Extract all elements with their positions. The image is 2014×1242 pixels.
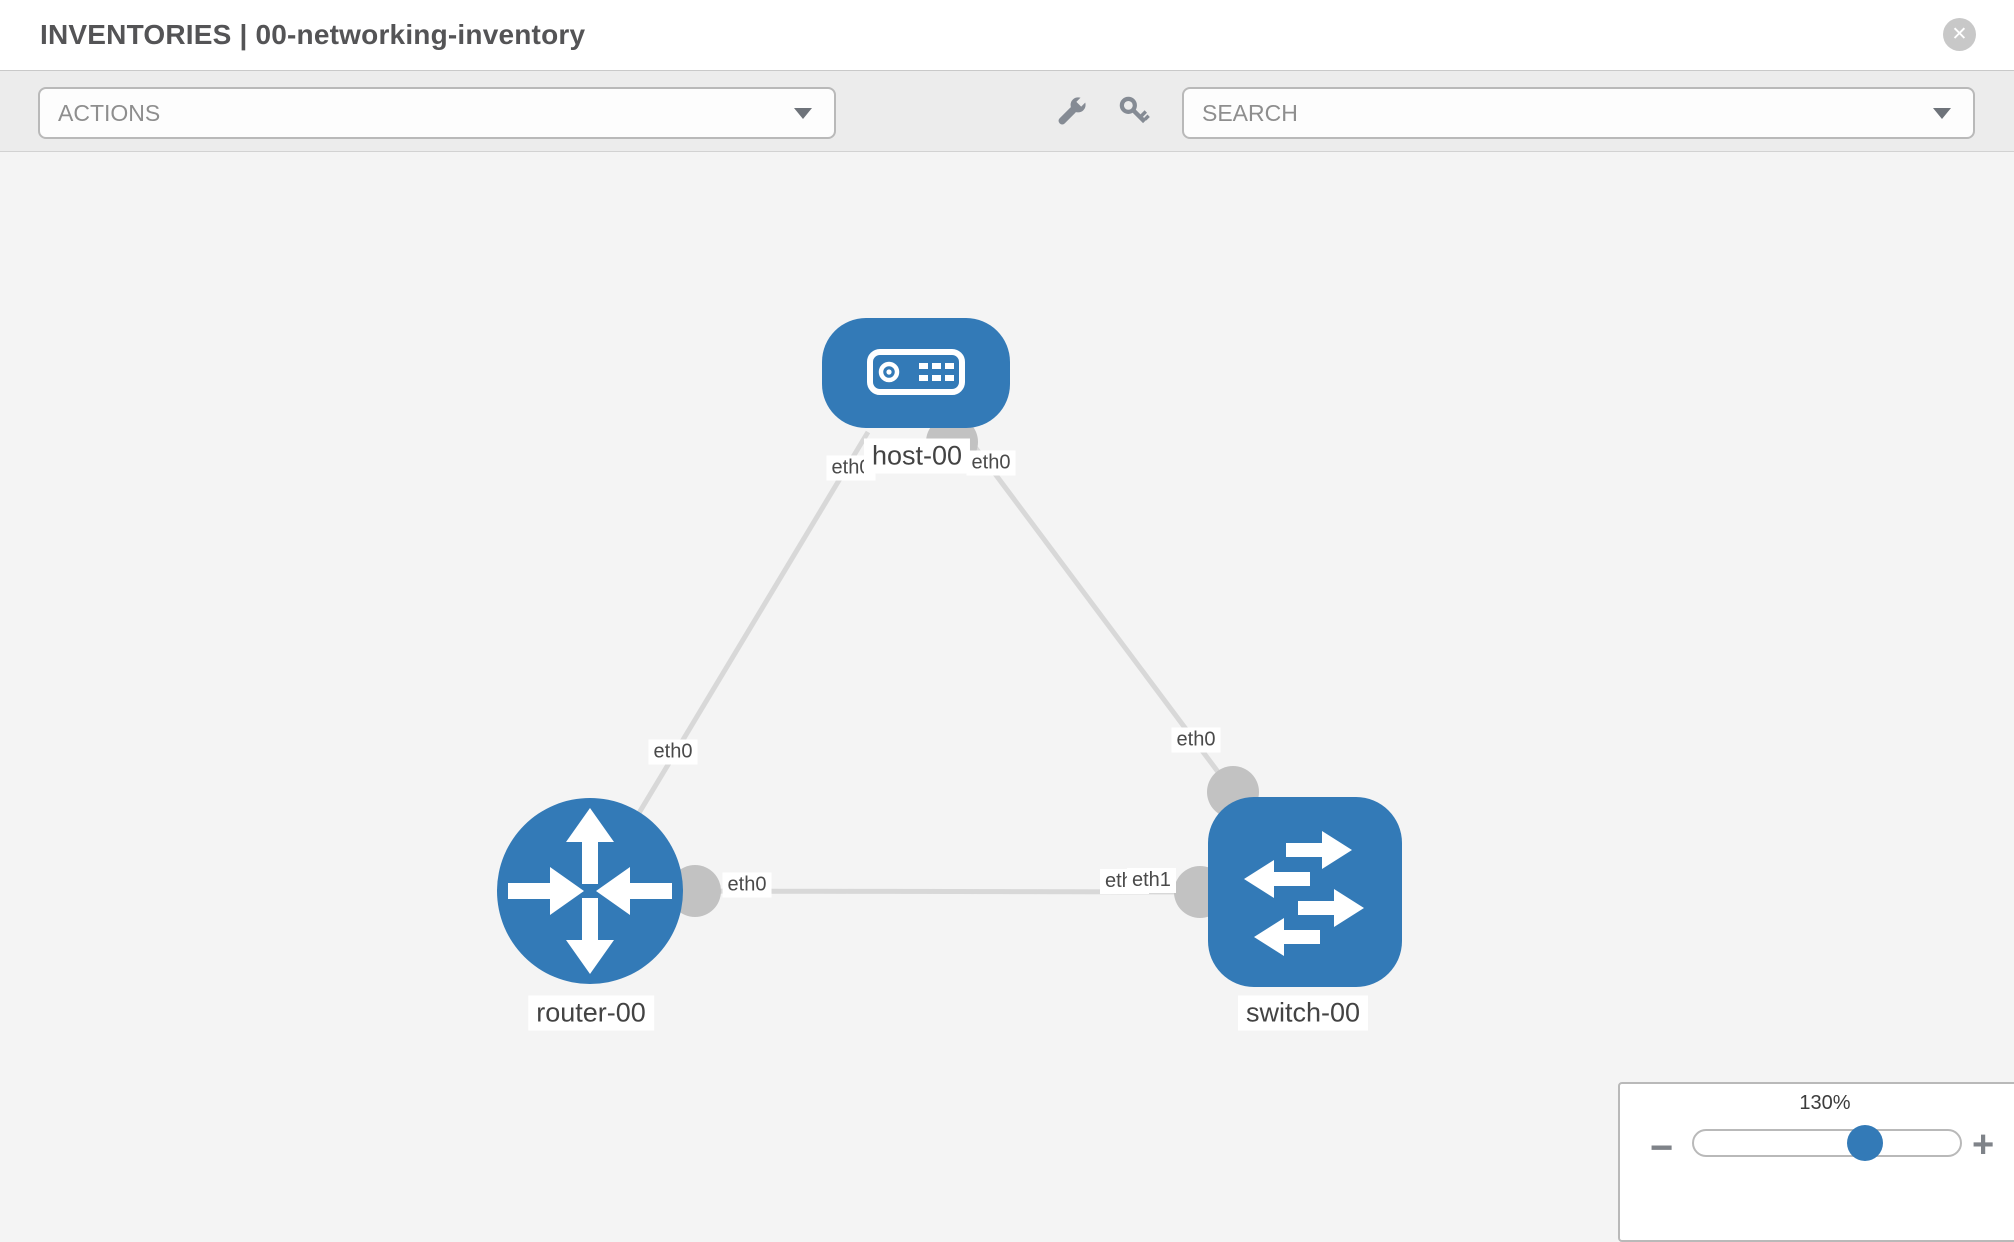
topology-canvas[interactable] bbox=[0, 152, 2014, 1200]
zoom-slider-track[interactable] bbox=[1692, 1129, 1962, 1157]
chevron-down-icon bbox=[794, 107, 812, 119]
close-icon: ✕ bbox=[1951, 24, 1968, 45]
header: INVENTORIES | 00-networking-inventory ✕ bbox=[0, 0, 2014, 70]
node-label-switch: switch-00 bbox=[1237, 995, 1369, 1031]
configure-button[interactable] bbox=[1049, 93, 1093, 133]
wrench-icon bbox=[1058, 95, 1088, 125]
host-server-icon bbox=[867, 349, 965, 395]
node-router-00[interactable] bbox=[497, 798, 683, 984]
interface-label: eth0 bbox=[966, 450, 1016, 476]
page-title: INVENTORIES | 00-networking-inventory bbox=[40, 19, 586, 50]
zoom-slider-thumb[interactable] bbox=[1847, 1125, 1883, 1161]
close-button[interactable]: ✕ bbox=[1943, 18, 1976, 51]
search-dropdown[interactable]: SEARCH bbox=[1182, 87, 1975, 139]
interface-label: eth0 bbox=[722, 872, 772, 898]
key-icon bbox=[1119, 96, 1150, 124]
topology-svg bbox=[497, 318, 1402, 987]
credentials-button[interactable] bbox=[1114, 93, 1158, 133]
node-host-00[interactable] bbox=[822, 318, 1010, 428]
node-label-host: host-00 bbox=[863, 438, 971, 474]
interface-label: eth0 bbox=[1171, 727, 1221, 753]
toolbar: ACTIONS SEARCH bbox=[0, 70, 2014, 152]
switch-arrows-icon bbox=[1244, 831, 1364, 956]
actions-dropdown-label: ACTIONS bbox=[58, 99, 161, 126]
router-arrows-icon bbox=[508, 808, 672, 974]
actions-dropdown[interactable]: ACTIONS bbox=[38, 87, 836, 139]
interface-label: eth0 bbox=[648, 739, 698, 765]
node-label-router: router-00 bbox=[528, 995, 654, 1031]
zoom-level-value: 130% bbox=[1799, 1092, 1851, 1114]
search-dropdown-label: SEARCH bbox=[1202, 99, 1298, 126]
interface-label: eth1 bbox=[1127, 868, 1176, 893]
node-switch-00[interactable] bbox=[1208, 797, 1402, 987]
zoom-in-button[interactable]: + bbox=[1972, 1124, 1995, 1166]
zoom-out-button[interactable]: − bbox=[1650, 1126, 1674, 1170]
chevron-down-icon bbox=[1933, 107, 1951, 119]
zoom-panel: 130% − + bbox=[1618, 1082, 2014, 1242]
